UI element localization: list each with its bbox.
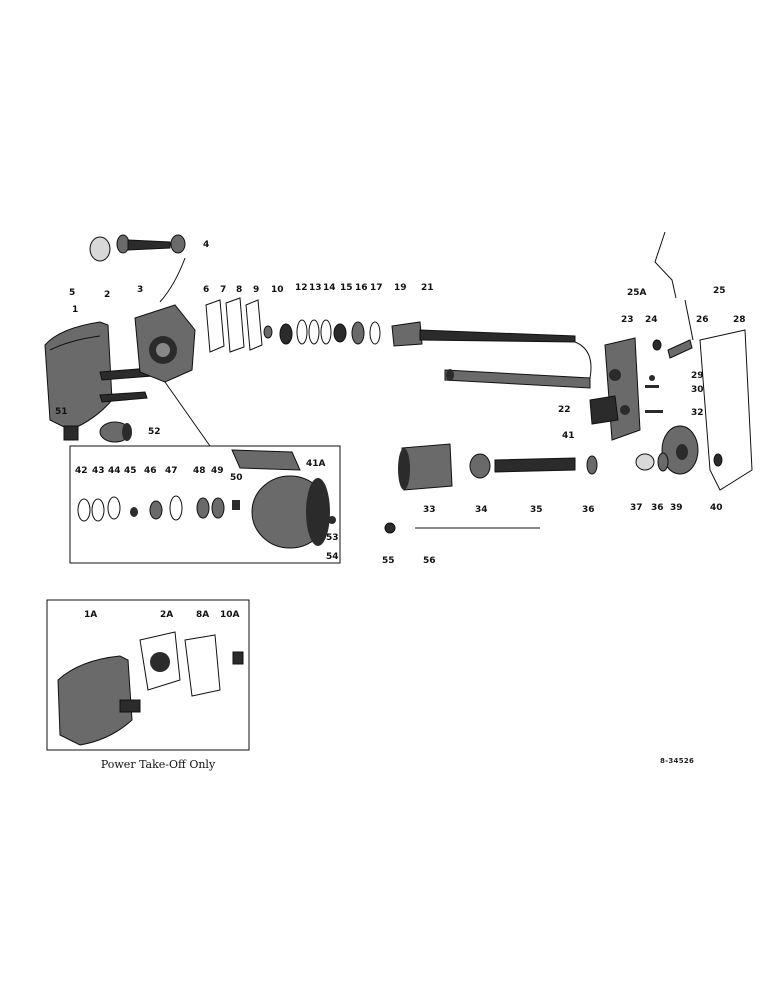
- part-label: 42: [75, 466, 88, 476]
- reference-code: 8-34526: [660, 757, 695, 765]
- part-label: 52: [148, 427, 161, 437]
- gear-part-39: [661, 425, 699, 475]
- part-label: 19: [394, 283, 407, 293]
- clutch-inset-parts: [77, 449, 336, 549]
- gasket-part-28: [699, 329, 753, 491]
- part-label: 49: [211, 466, 224, 476]
- part-label: 30: [691, 385, 704, 395]
- part-label: 28: [733, 315, 746, 325]
- leader-line-2-to-inset: [164, 381, 211, 447]
- washer-part-36-left: [586, 455, 598, 475]
- part-label: 24: [645, 315, 658, 325]
- part-label: 46: [144, 466, 157, 476]
- part-label: 33: [423, 505, 436, 515]
- bearing-part-4: [170, 234, 186, 254]
- inset-box-clutch: [69, 445, 341, 564]
- part-label: 36: [582, 505, 595, 515]
- shaft-part-22: [444, 341, 592, 389]
- shaft-part-21: [391, 321, 576, 347]
- lever-part-26: [667, 339, 693, 359]
- part-label: 8A: [196, 610, 209, 620]
- part-label: 45: [124, 466, 137, 476]
- part-label: 8: [236, 285, 242, 295]
- gasket-series-6-9: [205, 297, 273, 353]
- part-label: 25A: [627, 288, 647, 298]
- part-label: 1A: [84, 610, 97, 620]
- part-label: 39: [670, 503, 683, 513]
- washer-part-36-right: [657, 452, 669, 472]
- part-label: 7: [220, 285, 226, 295]
- part-label: 37: [630, 503, 643, 513]
- lever-part-25a: [654, 231, 677, 299]
- washer-series-10-17: [279, 319, 381, 345]
- part-label: 40: [710, 503, 723, 513]
- part-label: 50: [230, 473, 243, 483]
- part-label: 10: [271, 285, 284, 295]
- part-label: 25: [713, 286, 726, 296]
- part-label: 6: [203, 285, 209, 295]
- nut-part-55: [384, 522, 396, 534]
- part-label: 21: [421, 283, 434, 293]
- gear-housing-part-2: [134, 257, 196, 383]
- part-label: 44: [108, 466, 121, 476]
- inset-caption: Power Take-Off Only: [100, 758, 216, 771]
- part-label: 2A: [160, 610, 173, 620]
- part-label: 43: [92, 466, 105, 476]
- pin-part-24: [652, 339, 662, 351]
- part-label: 5: [69, 288, 75, 298]
- part-label: 41A: [306, 459, 326, 469]
- part-label: 15: [340, 283, 353, 293]
- shaft-part-3: [116, 234, 171, 254]
- part-label: 9: [253, 285, 259, 295]
- power-takeoff-parts: [57, 631, 244, 746]
- boss-part-51: [63, 425, 79, 441]
- part-label: 32: [691, 408, 704, 418]
- part-label: 22: [558, 405, 571, 415]
- part-label: 4: [203, 240, 209, 250]
- collar-part-34: [469, 453, 491, 479]
- rod-part-25: [684, 299, 694, 341]
- housing-part-23: [589, 337, 641, 441]
- part-label: 26: [696, 315, 709, 325]
- inset-box-power-takeoff: [46, 599, 250, 751]
- part-label: 29: [691, 371, 704, 381]
- part-label: 1: [72, 305, 78, 315]
- part-label: 34: [475, 505, 488, 515]
- bushing-part-52: [99, 421, 132, 443]
- part-label: 2: [104, 290, 110, 300]
- part-label: 35: [530, 505, 543, 515]
- part-label: 13: [309, 283, 322, 293]
- part-label: 10A: [220, 610, 240, 620]
- part-label: 17: [370, 283, 383, 293]
- sleeve-part-33: [398, 443, 453, 491]
- shaft-part-35: [494, 457, 576, 473]
- part-label: 48: [193, 466, 206, 476]
- part-label: 53: [326, 533, 339, 543]
- part-label: 55: [382, 556, 395, 566]
- part-label: 47: [165, 466, 178, 476]
- plate-part-5: [89, 236, 111, 262]
- part-label: 16: [355, 283, 368, 293]
- part-label: 23: [621, 315, 634, 325]
- part-label: 14: [323, 283, 336, 293]
- part-label: 41: [562, 431, 575, 441]
- part-label: 3: [137, 285, 143, 295]
- bushing-part-37: [635, 453, 655, 471]
- nut-part-40: [713, 453, 723, 467]
- part-label: 36: [651, 503, 664, 513]
- part-label: 54: [326, 552, 339, 562]
- part-label: 12: [295, 283, 308, 293]
- part-label: 51: [55, 407, 68, 417]
- small-parts-29-32: [645, 375, 663, 413]
- part-label: 56: [423, 556, 436, 566]
